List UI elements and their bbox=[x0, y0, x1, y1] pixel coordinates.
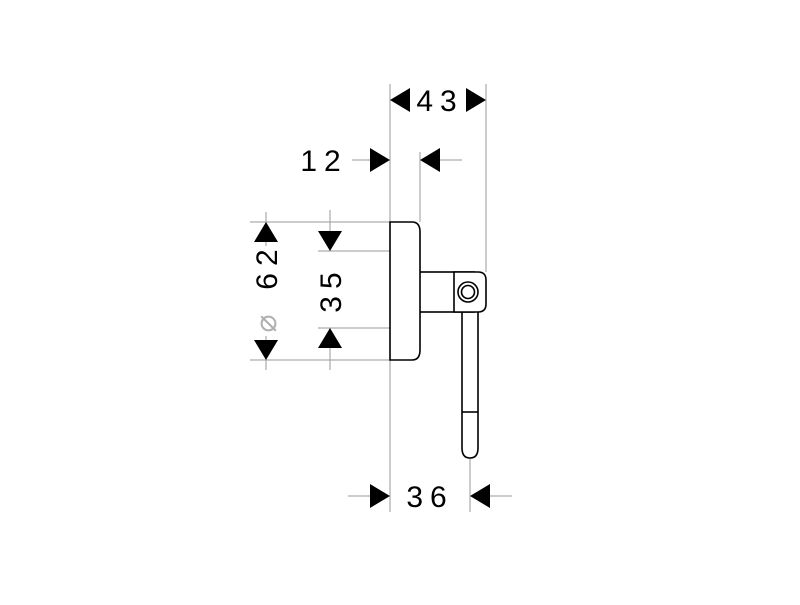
arrow-43-right bbox=[466, 88, 486, 112]
dim-label-35: 35 bbox=[315, 265, 348, 312]
hook-rod bbox=[461, 297, 479, 459]
dimension-labels: 43 12 36 35 62 ⌀ bbox=[250, 85, 463, 514]
arrowheads bbox=[254, 88, 490, 508]
arrow-35-top bbox=[318, 231, 342, 251]
backplate bbox=[389, 221, 421, 361]
arrow-12-left bbox=[370, 148, 390, 172]
hook-part bbox=[389, 221, 487, 459]
arrow-36-left bbox=[370, 484, 390, 508]
cap-inner-ring bbox=[460, 284, 476, 300]
arrow-43-left bbox=[390, 88, 410, 112]
arrow-36-right bbox=[470, 484, 490, 508]
diameter-symbol-icon: ⌀ bbox=[250, 307, 283, 332]
arrow-62-bottom bbox=[254, 340, 278, 360]
arrow-35-bottom bbox=[318, 328, 342, 348]
dim-label-12: 12 bbox=[300, 145, 347, 178]
dim-label-62: 62 bbox=[251, 242, 284, 289]
dim-label-43: 43 bbox=[416, 85, 463, 118]
dim-label-36: 36 bbox=[406, 481, 453, 514]
arrow-12-right bbox=[420, 148, 440, 172]
arrow-62-top bbox=[254, 222, 278, 242]
